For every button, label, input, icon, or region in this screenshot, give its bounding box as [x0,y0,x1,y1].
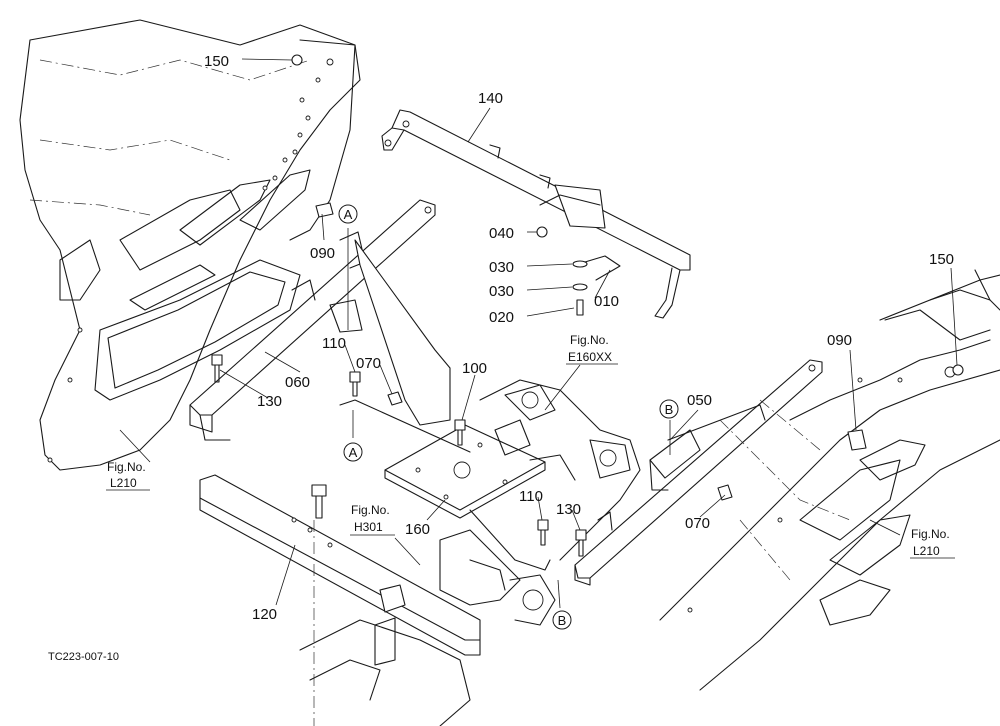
view-marker-circle [659,399,679,419]
part-label-130-left: 130 [257,393,282,410]
part-label-120: 120 [252,606,277,623]
part-label-060: 060 [285,374,310,391]
part-label-070-left: 070 [356,355,381,372]
part-label-010: 010 [594,293,619,310]
right-fender-frame [659,269,1000,691]
lower-beam [199,474,481,726]
drawing-code: TC223-007-10 [48,651,119,663]
left-fender-frame [19,19,361,471]
part-label-090-right: 090 [827,332,852,349]
fig-ref-e160xx-label: Fig.No. [570,333,609,347]
leader-lines [119,58,958,609]
part-label-070-right: 070 [685,515,710,532]
part-label-110-top: 110 [322,335,346,352]
part-label-020: 020 [489,309,514,326]
part-label-090-left: 090 [310,245,335,262]
view-marker-circle [343,442,363,462]
part-label-100: 100 [462,360,487,377]
part-label-030-a: 030 [489,259,514,276]
figure-references: Fig.No. L210 Fig.No. E160XX Fig.No. H301… [106,333,955,559]
part-label-050: 050 [687,392,712,409]
part-label-160: 160 [405,521,430,538]
part-label-030-b: 030 [489,283,514,300]
fig-ref-l210-left-label: Fig.No. [107,460,146,474]
left-upper-stay [189,199,451,441]
view-marker-a-bottom: A [349,445,358,460]
part-number-labels: 150 140 090 040 030 030 010 020 150 110 … [204,53,954,623]
right-stay [574,359,823,586]
fig-ref-l210-left-code: L210 [110,476,137,490]
part-label-130-right: 130 [556,501,581,518]
fig-ref-h301-code: H301 [354,520,383,534]
fig-ref-l210-right-code: L210 [913,544,940,558]
part-label-040: 040 [489,225,514,242]
part-label-110-bottom: 110 [519,488,543,505]
center-mount-plate [339,399,551,571]
fig-ref-l210-right-label: Fig.No. [911,527,950,541]
view-markers: A A B B [338,204,679,630]
view-marker-b-bottom: B [558,613,567,628]
fig-ref-h301-label: Fig.No. [351,503,390,517]
view-marker-b-right: B [665,402,674,417]
fig-ref-e160xx-code: E160XX [568,350,612,364]
view-marker-a-top: A [344,207,353,222]
bolt-vertical [311,484,327,519]
engine-housing [439,379,641,626]
view-marker-circle [338,204,358,224]
view-marker-circle [552,610,572,630]
top-cross-bracket [381,109,691,319]
part-label-150-top: 150 [204,53,229,70]
part-label-150-right: 150 [929,251,954,268]
part-label-140: 140 [478,90,503,107]
